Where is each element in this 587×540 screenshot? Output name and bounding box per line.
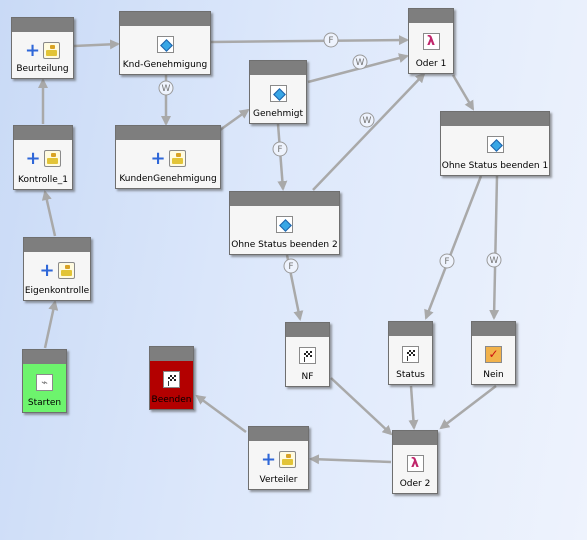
node-starten[interactable]: ⌁ Starten <box>22 349 67 413</box>
node-header <box>14 126 72 140</box>
node-oder-1[interactable]: λ Oder 1 <box>408 8 454 74</box>
task-box-icon <box>279 451 297 468</box>
edge-oder2-verteiler[interactable] <box>309 454 392 465</box>
edge-label-w: W <box>490 256 499 266</box>
checkered-flag-icon <box>299 347 316 364</box>
edge-verteiler-beenden[interactable] <box>195 394 247 434</box>
node-header <box>389 322 432 336</box>
plug-icon: ⌁ <box>36 374 53 391</box>
node-ohne-status-beenden-1[interactable]: Ohne Status beenden 1 <box>440 111 550 176</box>
edge-oder1-ohne1[interactable] <box>451 74 475 111</box>
node-label: Oder 1 <box>415 59 447 69</box>
plus-icon: + <box>150 147 166 169</box>
node-ohne-status-beenden-2[interactable]: Ohne Status beenden 2 <box>229 191 340 255</box>
edge-beurteilung-knd[interactable] <box>73 39 120 50</box>
node-beurteilung[interactable]: + Beurteilung <box>11 17 74 79</box>
node-label: Beurteilung <box>16 64 69 74</box>
checklist-icon: ✓ <box>485 346 502 363</box>
checkered-flag-icon <box>163 371 180 388</box>
node-label: Status <box>396 370 425 380</box>
edge-label-w: W <box>356 58 365 68</box>
edge-starten-eigenkontrolle[interactable] <box>43 300 59 349</box>
node-header <box>286 323 329 337</box>
node-label: Knd-Genehmigung <box>122 60 208 70</box>
node-nein[interactable]: ✓ Nein <box>471 321 516 385</box>
node-label: Ohne Status beenden 1 <box>441 161 549 171</box>
node-header <box>23 350 66 364</box>
node-header <box>472 322 515 336</box>
node-label: Nein <box>483 370 504 380</box>
node-header <box>250 61 306 75</box>
node-label: Genehmigt <box>253 109 303 119</box>
node-oder-2[interactable]: λ Oder 2 <box>392 430 438 494</box>
edge-nein-oder2[interactable] <box>439 385 497 430</box>
node-label: NF <box>301 372 314 382</box>
node-header <box>249 427 308 441</box>
edge-label-f: F <box>328 36 333 46</box>
node-label: Eigenkontrolle <box>24 286 90 296</box>
node-status[interactable]: Status <box>388 321 433 385</box>
edge-nf-oder2[interactable] <box>330 377 393 436</box>
node-nf[interactable]: NF <box>285 322 330 387</box>
node-kundengenehmigung[interactable]: + KundenGenehmigung <box>115 125 221 189</box>
edge-status-oder2[interactable] <box>408 385 419 430</box>
plus-icon: + <box>24 39 41 61</box>
edge-eigenkontrolle-kontrolle[interactable] <box>41 190 57 237</box>
task-box-icon <box>168 150 186 167</box>
plus-icon: + <box>260 448 277 470</box>
node-header <box>12 18 73 32</box>
edge-label-f: F <box>277 145 282 155</box>
node-header <box>24 238 90 252</box>
edge-ohne1-status[interactable] <box>424 175 483 320</box>
node-label: Kontrolle_1 <box>18 175 68 185</box>
node-verteiler[interactable]: + Verteiler <box>248 426 309 490</box>
decision-diamond-icon <box>156 36 174 53</box>
node-label: Starten <box>27 398 62 408</box>
node-header <box>393 431 437 445</box>
decision-diamond-icon <box>269 85 287 102</box>
node-label: Ohne Status beenden 2 <box>231 240 338 250</box>
node-eigenkontrolle[interactable]: + Eigenkontrolle <box>23 237 91 301</box>
edge-knd-oder1[interactable] <box>210 35 409 46</box>
node-kontrolle-1[interactable]: + Kontrolle_1 <box>13 125 73 190</box>
edge-ohne2-oder1[interactable] <box>312 72 426 191</box>
edge-genehmigt-ohne2[interactable] <box>276 123 288 191</box>
node-knd-genehmigung[interactable]: Knd-Genehmigung <box>119 11 211 75</box>
task-box-icon <box>43 42 61 59</box>
task-box-icon <box>57 262 75 279</box>
edge-label-f: F <box>288 262 293 272</box>
edge-label-w: W <box>363 116 372 126</box>
node-header <box>230 192 339 206</box>
node-beenden[interactable]: Beenden <box>149 346 194 410</box>
task-box-icon <box>43 150 61 167</box>
node-header <box>150 347 193 361</box>
decision-diamond-icon <box>486 136 504 153</box>
node-genehmigt[interactable]: Genehmigt <box>249 60 307 124</box>
plus-icon: + <box>25 147 41 169</box>
edge-kunden-genehmigt[interactable] <box>219 108 250 132</box>
edge-label-w: W <box>162 84 171 94</box>
or-gateway-icon: λ <box>422 33 440 50</box>
node-header <box>116 126 220 140</box>
checkered-flag-icon <box>402 346 419 363</box>
edge-label-f: F <box>444 257 449 267</box>
node-header <box>120 12 210 26</box>
or-gateway-icon: λ <box>406 455 424 472</box>
decision-diamond-icon <box>276 216 293 233</box>
node-header <box>441 112 549 126</box>
edge-ohne1-nein[interactable] <box>489 175 500 320</box>
node-header <box>409 9 453 23</box>
node-label: Verteiler <box>259 475 298 485</box>
plus-icon: + <box>39 259 55 281</box>
node-label: Oder 2 <box>399 479 431 489</box>
node-label: Beenden <box>151 395 192 405</box>
node-label: KundenGenehmigung <box>119 174 217 184</box>
